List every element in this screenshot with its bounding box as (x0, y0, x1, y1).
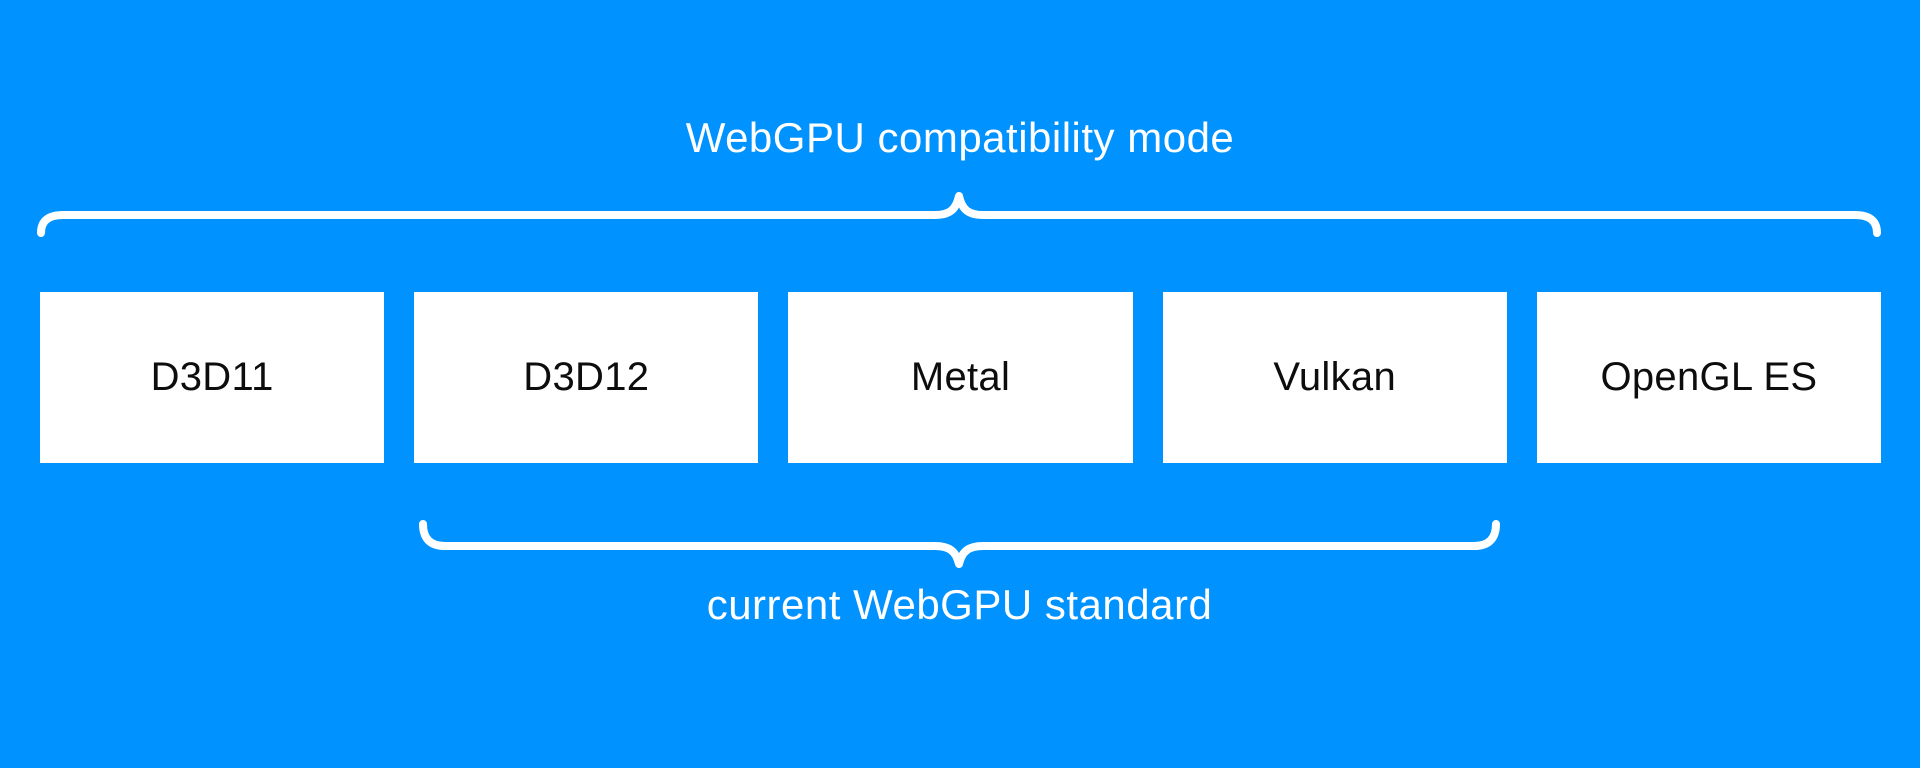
api-box-label: D3D12 (523, 355, 650, 399)
api-box-label: OpenGL ES (1600, 355, 1818, 399)
api-box-label: D3D11 (150, 355, 274, 399)
api-box-d3d11: D3D11 (40, 292, 385, 463)
top-brace (37, 192, 1881, 237)
api-box-label: Metal (910, 355, 1011, 399)
api-box-vulkan: Vulkan (1162, 292, 1507, 463)
api-box-d3d12: D3D12 (414, 292, 759, 463)
api-box-label: Vulkan (1273, 355, 1397, 399)
bottom-brace (419, 520, 1500, 568)
backend-box-row: D3D11 D3D12 Metal Vulkan OpenGL ES (40, 292, 1882, 463)
api-box-opengl-es: OpenGL ES (1536, 292, 1882, 463)
current-standard-label: current WebGPU standard (706, 581, 1213, 628)
compatibility-mode-label: WebGPU compatibility mode (685, 114, 1235, 161)
api-box-metal: Metal (788, 292, 1133, 463)
